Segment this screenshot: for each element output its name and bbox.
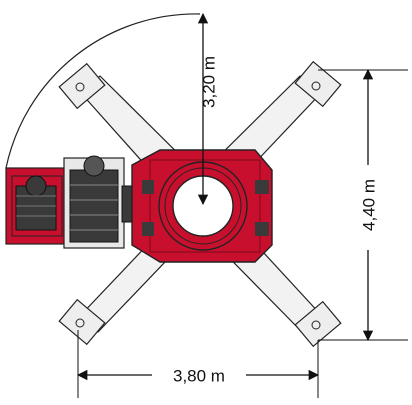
width-dimension: 3,80 m bbox=[76, 330, 320, 398]
engine-pack bbox=[5, 167, 71, 245]
height-dimension: 4,40 m bbox=[318, 68, 408, 342]
swing-radius-arc bbox=[5, 13, 201, 169]
height-label: 4,40 m bbox=[359, 179, 378, 231]
drive-unit bbox=[63, 155, 143, 249]
width-label: 3,80 m bbox=[173, 366, 225, 385]
turntable bbox=[158, 161, 248, 251]
radius-label: 3,20 m bbox=[199, 56, 218, 108]
radius-dimension: 3,20 m bbox=[197, 12, 218, 206]
